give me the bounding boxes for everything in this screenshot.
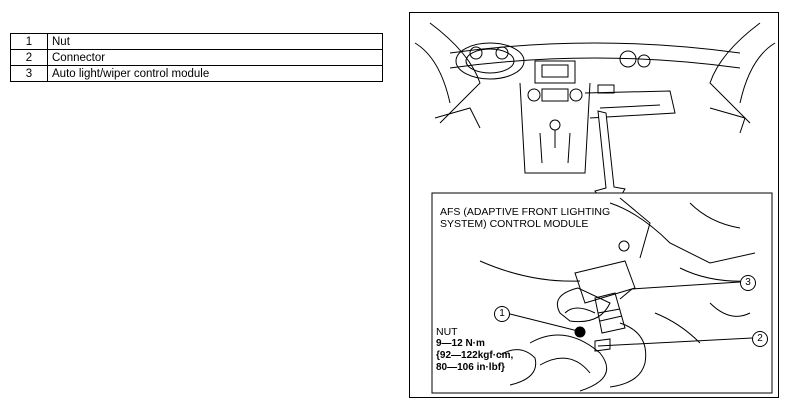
inset-detail (499, 197, 756, 392)
part-number: 3 (10, 65, 48, 82)
table-row: 3 Auto light/wiper control module (10, 65, 383, 82)
part-name: Connector (47, 49, 383, 66)
dashboard-overview (414, 22, 776, 174)
nut-torque-label: NUT 9—12 N·m {92—122kgf·cm, 80—106 in·lb… (436, 326, 513, 374)
table-row: 1 Nut (10, 33, 383, 50)
part-name: Nut (47, 33, 383, 50)
leader-line-2 (597, 337, 753, 347)
table-row: 2 Connector (10, 49, 383, 66)
part-number: 2 (10, 49, 48, 66)
part-name: Auto light/wiper control module (47, 65, 383, 82)
service-illustration: AFS (ADAPTIVE FRONT LIGHTING SYSTEM) CON… (409, 12, 779, 398)
callout-1: 1 (494, 306, 510, 322)
leader-line-afs (479, 260, 581, 282)
callout-3: 3 (740, 275, 756, 291)
dashboard-drawing (414, 22, 776, 394)
part-number: 1 (10, 33, 48, 50)
nut-title: NUT (436, 326, 458, 338)
nut-torque-kgfcm: {92—122kgf·cm, (436, 350, 514, 361)
detail-inset (431, 192, 773, 394)
leader-line-1 (509, 313, 579, 332)
callout-2: 2 (752, 331, 768, 347)
nut-torque-nm: 9—12 N·m (436, 338, 485, 349)
nut-torque-inlbf: 80—106 in·lbf} (436, 362, 505, 373)
parts-table: 1 Nut 2 Connector 3 Auto light/wiper con… (10, 33, 383, 82)
leader-line-3 (619, 281, 741, 300)
afs-module-label: AFS (ADAPTIVE FRONT LIGHTING SYSTEM) CON… (440, 206, 611, 230)
